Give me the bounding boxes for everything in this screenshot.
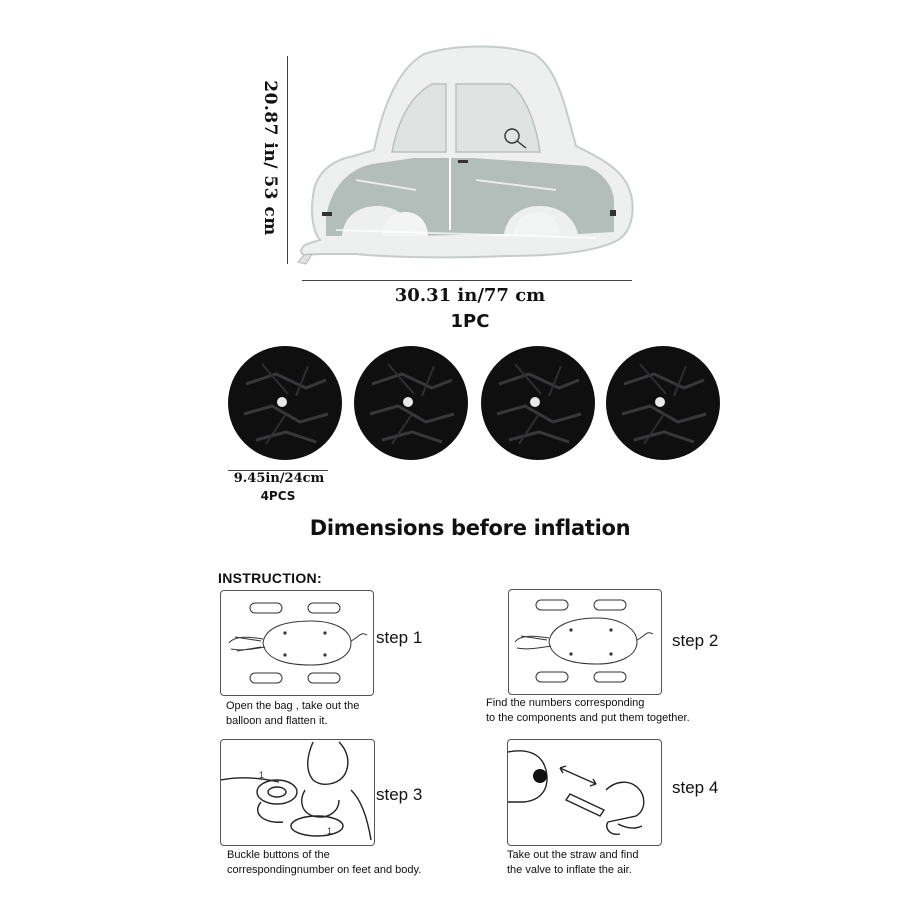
- step-3-illustration: 1 1: [220, 739, 375, 846]
- wheel-quantity-label: 4PCS: [260, 489, 296, 503]
- step-2-caption-line-1: Find the numbers corresponding: [486, 697, 645, 709]
- step-1-caption: Open the bag , take out the balloon and …: [226, 699, 359, 729]
- wheel-dimension-line: [228, 470, 328, 471]
- step-1-illustration: [220, 590, 374, 696]
- wheel-balloon-image: [479, 344, 597, 462]
- height-dimension-label: 20.87 in/ 53 cm: [260, 80, 280, 236]
- instruction-title: INSTRUCTION:: [218, 570, 322, 586]
- car-balloon-image: [296, 40, 638, 270]
- svg-text:1: 1: [259, 770, 264, 780]
- step-3-label: step 3: [376, 785, 423, 804]
- width-dimension-line: [302, 280, 632, 281]
- wheel-balloon-image: [226, 344, 344, 462]
- wheel-dimension-label: 9.45in/24cm: [233, 471, 325, 486]
- step-4-caption: Take out the straw and find the valve to…: [507, 848, 638, 878]
- step-4-caption-line-1: Take out the straw and find: [507, 849, 639, 861]
- step-1-label: step 1: [376, 628, 423, 647]
- step-2-label: step 2: [672, 631, 719, 650]
- step-3-caption-line-1: Buckle buttons of the: [227, 849, 330, 861]
- step-4-caption-line-2: the valve to inflate the air.: [507, 864, 632, 876]
- width-dimension-label: 30.31 in/77 cm: [394, 285, 546, 306]
- height-dimension-line: [287, 56, 288, 264]
- step-1-caption-line-1: Open the bag , take out the: [226, 700, 360, 712]
- wheel-balloon-image: [604, 344, 722, 462]
- step-2-caption: Find the numbers corresponding to the co…: [486, 696, 690, 726]
- svg-text:1: 1: [327, 826, 332, 836]
- step-4-illustration: [507, 739, 662, 846]
- wheel-balloon-image: [352, 344, 470, 462]
- step-2-illustration: [508, 589, 662, 695]
- dimensions-heading: Dimensions before inflation: [309, 516, 631, 540]
- step-2-caption-line-2: to the components and put them together.: [486, 712, 690, 724]
- step-4-label: step 4: [672, 778, 719, 797]
- step-3-caption: Buckle buttons of the correspondingnumbe…: [227, 848, 421, 878]
- step-1-caption-line-2: balloon and flatten it.: [226, 715, 328, 727]
- car-quantity-label: 1PC: [450, 311, 490, 332]
- step-3-caption-line-2: correspondingnumber on feet and body.: [227, 864, 422, 876]
